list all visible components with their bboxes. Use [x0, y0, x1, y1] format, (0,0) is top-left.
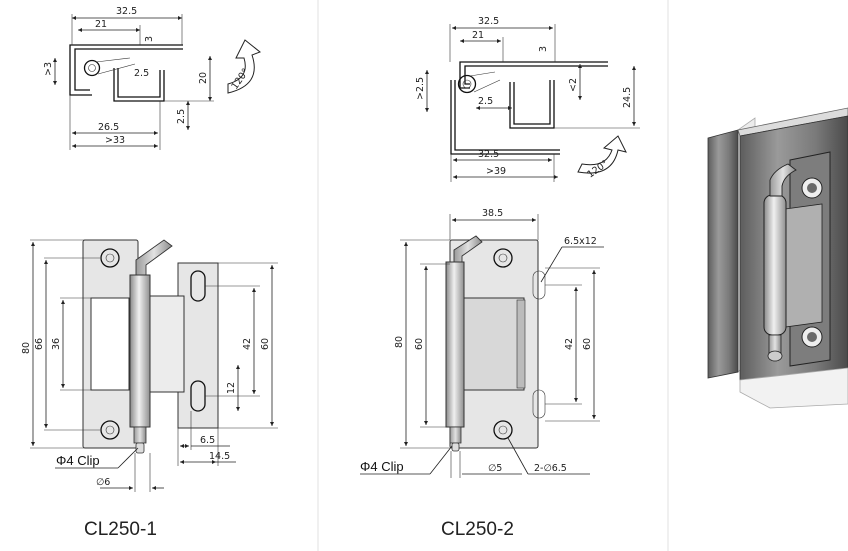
dim-lt2: <2 [568, 78, 579, 92]
dim-60: 60 [260, 338, 271, 350]
dim-gt3: >3 [43, 62, 54, 76]
dim-38-5: 38.5 [482, 208, 503, 219]
dim-gt33: >33 [105, 135, 125, 146]
dim-24-5: 24.5 [622, 87, 633, 108]
clip-label-middle: Φ4 Clip [360, 459, 404, 474]
dim-42: 42 [564, 338, 575, 350]
caption-cl250-1: CL250-1 [84, 519, 157, 540]
dim-26-5: 26.5 [98, 122, 119, 133]
dim-phi6: ∅6 [96, 477, 110, 488]
dim-42: 42 [242, 338, 253, 350]
dim-6-5: 6.5 [200, 435, 215, 446]
dim-32-5-a: 32.5 [478, 16, 499, 27]
dim-32-5: 32.5 [116, 6, 137, 17]
dim-66: 66 [34, 338, 45, 350]
caption-cl250-2: CL250-2 [441, 519, 514, 540]
dim-2-5: 2.5 [478, 96, 493, 107]
slot-6-5x12: 6.5x12 [564, 236, 597, 247]
rotation-arrow-icon [227, 39, 261, 94]
dim-80: 80 [394, 336, 405, 348]
cl250-2-front-view: 38.5 6.5x12 80 60 42 60 ∅5 2-∅6.5 Φ4 Cli… [360, 208, 604, 478]
dim-2-5-a: 2.5 [134, 68, 149, 79]
dim-60-b: 60 [582, 338, 593, 350]
cl250-1-side-view: 32.5 21 3 >3 2.5 20 2.5 26.5 >33 120° [43, 6, 261, 150]
cl250-1-front-view: 80 66 36 42 12 60 6.5 14.5 ∅6 [21, 239, 278, 492]
dim-2-5-b: 2.5 [176, 109, 187, 124]
cl250-2-side-view: 32.5 21 3 >2.5 2.5 <2 24.5 32.5 >39 120° [415, 16, 640, 182]
holes-2-phi6-5: 2-∅6.5 [534, 463, 567, 474]
dim-14-5: 14.5 [209, 451, 230, 462]
dim-21: 21 [95, 19, 107, 30]
dim-21: 21 [472, 30, 484, 41]
dim-12: 12 [226, 382, 237, 394]
dim-60-a: 60 [414, 338, 425, 350]
clip-label-left: Φ4 Clip [56, 453, 100, 468]
dim-80: 80 [21, 342, 32, 354]
rotation-arrow-icon [577, 135, 627, 174]
dim-36: 36 [51, 338, 62, 350]
dim-20: 20 [198, 72, 209, 84]
dim-32-5-b: 32.5 [478, 149, 499, 160]
dim-phi5: ∅5 [488, 463, 502, 474]
dim-gt2-5: >2.5 [415, 77, 426, 100]
dim-gt39: >39 [486, 166, 506, 177]
hinge-3d-render [707, 107, 848, 409]
dim-3: 3 [144, 36, 155, 42]
dim-3: 3 [538, 46, 549, 52]
